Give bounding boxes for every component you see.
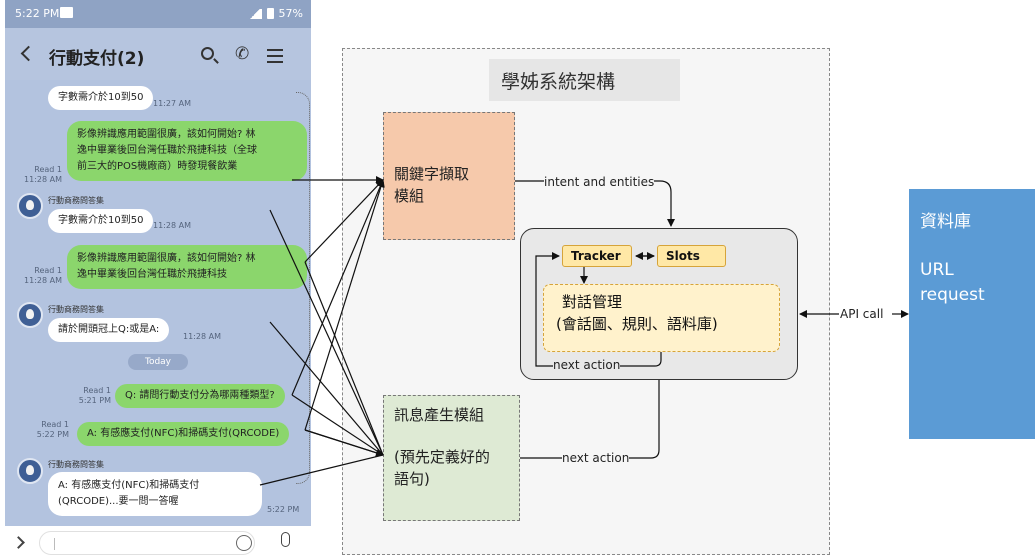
battery-icon xyxy=(266,8,274,19)
database-body: URL request xyxy=(920,260,985,305)
arrow-to-m4 xyxy=(304,261,384,456)
arrow-to-m8 xyxy=(259,454,384,486)
message-time: 11:28 AM xyxy=(24,175,62,184)
avatar[interactable] xyxy=(17,302,43,328)
dialog-manager-box: 對話管理 (會話圖、規則、語料庫) xyxy=(543,284,780,352)
slots-box: Slots xyxy=(657,245,726,267)
arrow-next-action-loop xyxy=(535,252,662,367)
chat-bubble-outgoing[interactable]: A: 有感應支付(NFC)和掃碼支付(QRCODE) xyxy=(77,422,290,446)
read-label: Read 1 xyxy=(34,165,62,174)
read-receipt: Read 1 5:22 PM xyxy=(25,420,69,440)
message-time: 5:22 PM xyxy=(267,505,300,514)
next-action-outer-label: next action xyxy=(562,451,630,465)
diagram-title: 學姊系統架構 xyxy=(489,59,680,101)
avatar[interactable] xyxy=(17,458,43,484)
signal-icon xyxy=(247,8,262,19)
read-receipt: Read 1 5:21 PM xyxy=(67,386,111,406)
chat-bubble-incoming[interactable]: 字數需介於10到50 xyxy=(48,209,154,233)
phone-icon[interactable]: ✆ xyxy=(235,44,250,64)
module-note: (預先定義好的語句) xyxy=(394,448,490,488)
avatar[interactable] xyxy=(17,193,43,219)
date-divider: Today xyxy=(128,354,188,370)
message-time: 11:27 AM xyxy=(153,99,191,108)
message-line: 逸中畢業後回台灣任職於飛捷科技 xyxy=(77,269,227,280)
tracker-box: Tracker xyxy=(562,245,632,267)
read-receipt: Read 1 11:28 AM xyxy=(22,165,62,185)
arrow-dm-to-message xyxy=(520,380,660,459)
read-label: Read 1 xyxy=(34,266,62,275)
read-label: Read 1 xyxy=(83,386,111,395)
message-line: A: 有感應支付(NFC)和掃碼支付 xyxy=(58,480,200,491)
chat-bubble-outgoing[interactable]: 影像辨識應用範圍很廣，該如何開始? 林 逸中畢業後回台灣任職於飛捷科技（全球 前… xyxy=(67,121,307,181)
message-time: 11:28 AM xyxy=(24,276,62,285)
message-line: 逸中畢業後回台灣任職於飛捷科技（全球 xyxy=(77,145,257,156)
status-time: 5:22 PM xyxy=(15,7,60,20)
next-action-inner-label: next action xyxy=(553,358,621,372)
module-label: 模組 xyxy=(394,187,425,205)
status-right: 57% xyxy=(247,7,303,20)
mic-icon[interactable] xyxy=(281,532,290,547)
battery-level: 57% xyxy=(278,7,303,20)
intent-entities-label: intent and entities xyxy=(544,175,655,189)
message-line: 影像辨識應用範圍很廣，該如何開始? 林 xyxy=(77,129,256,140)
arrow-to-m6 xyxy=(291,394,384,456)
arrow-to-m5 xyxy=(269,321,384,456)
arrow-m6-to-keyword xyxy=(291,179,384,396)
message-generation-module: 訊息產生模組 (預先定義好的語句) xyxy=(383,395,520,521)
database-box: 資料庫 URL request xyxy=(909,189,1035,439)
chat-bubble-incoming[interactable]: 請於開頭冠上Q:或是A: xyxy=(48,318,170,342)
chat-bubble-incoming[interactable]: 字數需介於10到50 xyxy=(48,86,154,110)
chat-title: 行動支付(2) xyxy=(49,49,145,69)
sender-name: 行動商務問答集 xyxy=(48,196,104,205)
image-notification-icon xyxy=(60,7,73,18)
message-line: (QRCODE)...要一問一答喔 xyxy=(58,496,179,507)
arrow-m7-to-keyword xyxy=(304,179,385,431)
chat-header: 行動支付(2) ✆ xyxy=(5,28,311,80)
dialog-manager-detail: (會話圖、規則、語料庫) xyxy=(556,315,718,333)
status-bar: 5:22 PM 57% xyxy=(5,0,311,28)
module-label: 訊息產生模組 xyxy=(394,406,485,424)
sender-name: 行動商務問答集 xyxy=(48,460,104,469)
read-label: Read 1 xyxy=(41,420,69,429)
chat-bubble-incoming[interactable]: A: 有感應支付(NFC)和掃碼支付 (QRCODE)...要一問一答喔 xyxy=(48,472,262,516)
module-label: 關鍵字擷取 xyxy=(394,165,470,183)
keyword-extraction-module: 關鍵字擷取 模組 xyxy=(383,112,515,240)
message-time: 5:21 PM xyxy=(78,396,111,405)
arrow-m4-to-keyword xyxy=(304,179,384,263)
sender-name: 行動商務問答集 xyxy=(48,305,104,314)
message-time: 11:28 AM xyxy=(183,332,221,341)
chat-bubble-outgoing[interactable]: 影像辨識應用範圍很廣，該如何開始? 林 逸中畢業後回台灣任職於飛捷科技 xyxy=(67,245,307,289)
message-input[interactable] xyxy=(39,531,255,555)
emoji-icon[interactable] xyxy=(236,535,252,551)
database-title: 資料庫 xyxy=(920,212,971,232)
phone-screenshot: 5:22 PM 57% 行動支付(2) ✆ 字數需介於10到50 11:27 A… xyxy=(5,0,311,560)
message-line: 前三大的POS機廠商）時發現餐飲業 xyxy=(77,161,238,172)
arrow-to-m3 xyxy=(269,209,384,456)
message-line: 影像辨識應用範圍很廣，該如何開始? 林 xyxy=(77,253,256,264)
search-icon[interactable] xyxy=(201,47,214,60)
arrow-intent-to-dm xyxy=(515,180,675,227)
api-call-label: API call xyxy=(840,307,884,321)
read-receipt: Read 1 11:28 AM xyxy=(22,266,62,286)
message-time: 11:28 AM xyxy=(153,221,191,230)
message-input-bar xyxy=(5,526,311,560)
menu-icon[interactable] xyxy=(267,49,283,67)
chat-bubble-outgoing[interactable]: Q: 請問行動支付分為哪兩種類型? xyxy=(115,384,285,408)
message-time: 5:22 PM xyxy=(36,430,69,439)
arrowhead-into-message-module xyxy=(304,429,384,457)
dialog-manager-title: 對話管理 xyxy=(562,293,623,311)
